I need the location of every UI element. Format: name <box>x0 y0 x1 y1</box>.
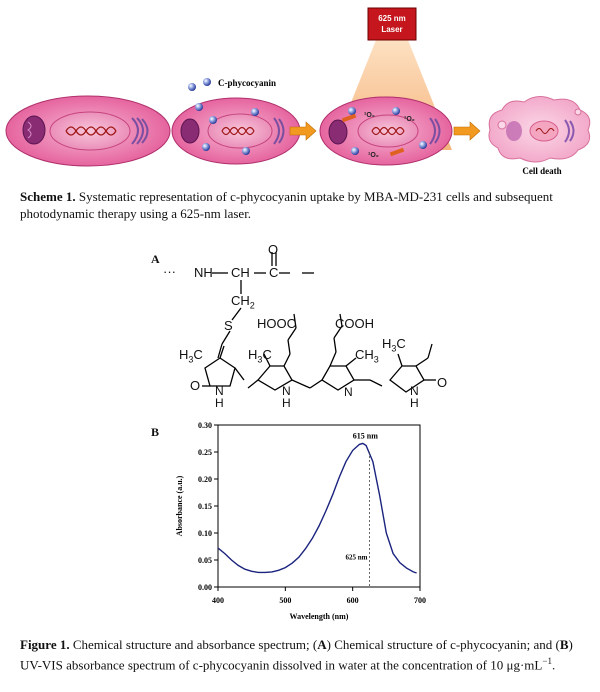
struct-s: S <box>224 318 233 333</box>
annotation-625: 625 nm <box>346 553 368 561</box>
x-tick-label: 500 <box>279 596 291 605</box>
figure-caption: Figure 1. Chemical structure and absorba… <box>20 637 573 673</box>
laser-label-line2: Laser <box>381 25 402 34</box>
arrow-3 <box>453 121 481 141</box>
lightning <box>389 147 405 157</box>
y-tick-label: 0.00 <box>198 583 212 592</box>
x-axis-label: Wavelength (nm) <box>290 612 349 621</box>
cell-death-label: Cell death <box>522 166 561 176</box>
cell-2 <box>171 97 301 165</box>
struct-cooh: COOH <box>335 316 374 331</box>
y-tick-label: 0.10 <box>198 529 212 538</box>
struct-h3c-ring2: H3C <box>248 347 272 365</box>
x-tick-label: 700 <box>414 596 426 605</box>
struct-ch: CH <box>231 265 250 280</box>
annotation-615: 615 nm <box>353 431 378 440</box>
struct-h3c-left: H3C <box>179 347 203 365</box>
struct-o-right: O <box>437 375 448 390</box>
struct-h3c-right: H3C <box>382 336 406 354</box>
legend-bead <box>203 78 211 86</box>
cphy-bead <box>419 141 427 149</box>
struct-nh: NH <box>194 265 213 280</box>
y-tick-label: 0.05 <box>198 556 212 565</box>
cphy-bead <box>251 108 259 116</box>
scheme-illustration: 625 nm Laser C-phycocyanin <box>5 7 591 176</box>
struct-ch3-ring3: CH3 <box>355 347 379 365</box>
ros-label: ¹O₂ <box>364 112 375 119</box>
struct-o-top: O <box>268 242 279 257</box>
ros-label: ¹O₂ <box>404 116 415 123</box>
golgi <box>131 117 149 145</box>
absorbance-series-line <box>217 442 417 574</box>
cphy-bead <box>195 103 203 111</box>
cphy-bead <box>242 147 250 155</box>
scheme-caption-text: Systematic representation of c-phycocyan… <box>20 189 553 221</box>
golgi <box>429 117 441 145</box>
absorbance-chart: 400 500 600 700 0.00 0.05 0.10 0.15 0.20 0.25 0.30… <box>175 421 426 621</box>
panel-a-label: A <box>151 252 160 266</box>
mitochondrion <box>328 119 348 145</box>
x-tick-label: 400 <box>212 596 224 605</box>
ros-label: ¹O₂ <box>368 152 379 159</box>
plot-frame <box>217 424 421 588</box>
struct-hooc: HOOC <box>257 316 296 331</box>
laser-box <box>367 7 417 41</box>
struct-c: C <box>269 265 279 280</box>
golgi <box>273 117 285 145</box>
y-tick-label: 0.20 <box>198 475 212 484</box>
cphy-bead <box>392 107 400 115</box>
cphy-bead <box>202 143 210 151</box>
y-tick-label: 0.30 <box>198 421 212 430</box>
cphy-bead <box>209 116 217 124</box>
y-tick-label: 0.15 <box>198 502 212 511</box>
scheme-caption: Scheme 1. Systematic representation of c… <box>20 188 585 222</box>
cphy-bead <box>351 147 359 155</box>
laser-label-line1: 625 nm <box>378 14 406 23</box>
y-axis-label: Absorbance (a.u.) <box>175 475 184 536</box>
figure-caption-label: Figure 1. <box>20 637 70 652</box>
y-tick-label: 0.25 <box>198 448 212 457</box>
x-tick-label: 600 <box>347 596 359 605</box>
struct-o-left: O <box>190 378 201 393</box>
struct-ch2: CH2 <box>231 293 255 311</box>
mitochondrion <box>180 118 200 144</box>
scheme-caption-label: Scheme 1. <box>20 189 76 204</box>
cphy-legend-label: C-phycocyanin <box>218 78 276 88</box>
struct-n-ring3: N <box>344 385 353 399</box>
cell-3: ¹O₂ ¹O₂ ¹O₂ <box>319 96 453 166</box>
arrow-2 <box>289 121 317 141</box>
struct-dots: ··· <box>163 264 176 279</box>
dead-cell <box>488 96 591 163</box>
mitochondrion <box>22 115 46 145</box>
panel-b-label: B <box>151 425 160 439</box>
legend-bead <box>188 83 196 91</box>
cphy-bead <box>348 107 356 115</box>
cell-1 <box>5 95 171 167</box>
chemical-structure <box>202 252 436 393</box>
lightning <box>341 113 357 123</box>
